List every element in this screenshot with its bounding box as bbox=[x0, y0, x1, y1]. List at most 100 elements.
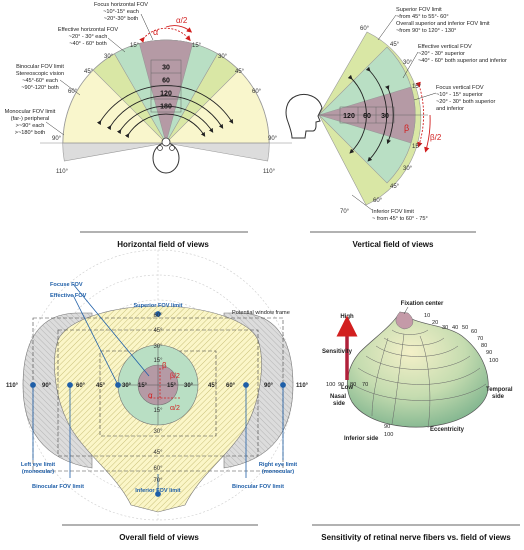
o-alpha-half: α/2 bbox=[170, 405, 180, 412]
o-deg-top-45: 45° bbox=[153, 328, 163, 334]
o-deg-right-110: 110° bbox=[296, 383, 309, 389]
svg-text:100: 100 bbox=[326, 382, 335, 388]
o-deg-bottom-30: 30° bbox=[153, 429, 163, 435]
svg-text:Nasal: Nasal bbox=[330, 394, 346, 400]
o-deg-left-30: 30° bbox=[122, 383, 132, 389]
caption-horizontal: Horizontal field of views bbox=[117, 240, 209, 249]
o-deg-right-90: 90° bbox=[264, 383, 274, 389]
hnum-30: 30 bbox=[162, 65, 170, 72]
o-deg-right-60: 60° bbox=[226, 383, 236, 389]
head-top-view-icon bbox=[152, 137, 180, 174]
label-binocular-left: Binocular FOV limit bbox=[32, 484, 84, 490]
overall-fov-panel: β β/2 α α/2 Focuse FOV Effective FOV Sup… bbox=[6, 249, 309, 542]
v-deg-15-bottom: 15° bbox=[412, 144, 422, 150]
label-superior-fov: Superior FOV limit bbox=[133, 303, 182, 309]
label-sensitivity: Sensitivity bbox=[322, 349, 353, 355]
svg-text:20: 20 bbox=[432, 320, 438, 326]
label-effective-fov: Effective FOV bbox=[50, 293, 87, 299]
v-deg-70-bottom: 70° bbox=[340, 209, 350, 215]
svg-text:100: 100 bbox=[489, 358, 498, 364]
label-low: Low bbox=[341, 385, 353, 391]
vertical-fov-panel: 120 60 30 β β/2 60° 45° 30° 15° 15° 30° … bbox=[285, 7, 507, 249]
o-deg-top-60: 60° bbox=[153, 313, 163, 319]
o-beta: β bbox=[162, 361, 167, 370]
ring-labels: 10 20 30 40 50 60 70 80 90 100 bbox=[424, 313, 498, 364]
label-left-eye: Left eye limit (monocular) bbox=[21, 462, 55, 475]
o-deg-left-60: 60° bbox=[76, 383, 86, 389]
v-deg-45-bottom: 45° bbox=[390, 184, 400, 190]
o-deg-bottom-45: 45° bbox=[153, 450, 163, 456]
svg-text:Focus vertical FOV: Focus vertical FOV bbox=[436, 85, 484, 91]
svg-text:Effective vertical FOV: Effective vertical FOV bbox=[418, 44, 472, 50]
svg-text:Effective horizontal FOV: Effective horizontal FOV bbox=[58, 27, 118, 33]
svg-text:Monocular FOV limit: Monocular FOV limit bbox=[5, 109, 56, 115]
svg-text:60: 60 bbox=[471, 329, 477, 335]
svg-text:~20° - 30° both superior: ~20° - 30° both superior bbox=[436, 99, 495, 105]
svg-text:Focus horizontal FOV: Focus horizontal FOV bbox=[94, 2, 148, 8]
caption-sensitivity: Sensitivity of retinal nerve fibers vs. … bbox=[321, 533, 511, 542]
label-binocular-right: Binocular FOV limit bbox=[232, 484, 284, 490]
h-deg-15-right: 15° bbox=[192, 43, 202, 49]
svg-text:30: 30 bbox=[442, 325, 448, 331]
label-fixation-center: Fixation center bbox=[401, 301, 444, 307]
v-deg-30-bottom: 30° bbox=[403, 166, 413, 172]
sensitivity-panel: Fixation center 10 20 30 40 50 60 70 80 … bbox=[312, 301, 520, 542]
v-deg-15-top: 15° bbox=[412, 84, 422, 90]
o-deg-top-30: 30° bbox=[153, 344, 163, 350]
h-deg-15-left: 15° bbox=[130, 43, 140, 49]
svg-text:(monocular): (monocular) bbox=[262, 469, 294, 475]
o-deg-top-15: 15° bbox=[153, 358, 163, 364]
svg-text:90: 90 bbox=[338, 382, 344, 388]
svg-text:side: side bbox=[492, 394, 505, 400]
v-deg-45-top: 45° bbox=[390, 42, 400, 48]
label-inferior-side: Inferior side bbox=[344, 436, 379, 442]
svg-text:Inferior FOV limit: Inferior FOV limit bbox=[372, 209, 414, 215]
svg-text:50: 50 bbox=[462, 325, 468, 331]
svg-text:40: 40 bbox=[452, 325, 458, 331]
label-high: High bbox=[340, 314, 354, 320]
svg-text:~20° - 30° superior: ~20° - 30° superior bbox=[418, 51, 465, 57]
v-deg-60-bottom: 60° bbox=[373, 198, 383, 204]
o-deg-bottom-60: 60° bbox=[153, 466, 163, 472]
o-deg-left-90: 90° bbox=[42, 383, 52, 389]
svg-text:80: 80 bbox=[481, 343, 487, 349]
vnum-30: 30 bbox=[381, 113, 389, 120]
svg-text:10: 10 bbox=[424, 313, 430, 319]
svg-text:70: 70 bbox=[362, 382, 368, 388]
nasal-tick-labels: 100 90 80 70 bbox=[326, 382, 368, 388]
svg-text:~from 45° to 55°- 60°: ~from 45° to 55°- 60° bbox=[396, 14, 449, 20]
caption-overall: Overall field of views bbox=[119, 533, 199, 542]
h-effective-label: Effective horizontal FOV ~20° - 30° each… bbox=[58, 27, 118, 47]
label-inferior-fov: Inferior FOV limit bbox=[135, 488, 181, 494]
o-deg-left-45: 45° bbox=[96, 383, 106, 389]
h-focus-label: Focus horizontal FOV ~10°-15° each ~20°-… bbox=[94, 2, 148, 22]
svg-text:Temporal: Temporal bbox=[486, 387, 513, 393]
v-inferior-label: Inferior FOV limit ~ from 45° to 60° - 7… bbox=[372, 209, 428, 222]
hnum-120: 120 bbox=[160, 91, 172, 98]
svg-text:(far-) peripheral: (far-) peripheral bbox=[11, 116, 50, 122]
o-deg-right-15: 15° bbox=[167, 383, 177, 389]
label-eccentricity: Eccentricity bbox=[430, 427, 465, 433]
svg-text:Left eye limit: Left eye limit bbox=[21, 462, 55, 468]
o-deg-bottom-70: 70° bbox=[153, 478, 163, 484]
marker-superior bbox=[155, 311, 161, 317]
svg-text:Binocular FOV limit: Binocular FOV limit bbox=[16, 64, 64, 70]
h-deg-110-left: 110° bbox=[56, 169, 69, 175]
svg-text:~90°-120° both: ~90°-120° both bbox=[21, 85, 59, 91]
h-deg-60-left: 60° bbox=[68, 89, 78, 95]
svg-text:~10° - 15° superior: ~10° - 15° superior bbox=[436, 92, 483, 98]
horizontal-fov-panel: 30 60 120 180 α α/2 15° 15° 30° 30° 45° … bbox=[5, 2, 292, 249]
svg-text:~45°-60° each: ~45°-60° each bbox=[22, 78, 58, 84]
v-focus-label: Focus vertical FOV ~10° - 15° superior ~… bbox=[436, 85, 495, 112]
svg-text:Right eye limit: Right eye limit bbox=[259, 462, 297, 468]
vnum-60: 60 bbox=[363, 113, 371, 120]
h-alpha: α bbox=[153, 27, 158, 37]
label-right-eye: Right eye limit (monocular) bbox=[259, 462, 297, 475]
svg-text:70: 70 bbox=[477, 336, 483, 342]
h-deg-30-right: 30° bbox=[218, 54, 228, 60]
svg-text:~40° - 60° both: ~40° - 60° both bbox=[69, 41, 107, 47]
h-deg-30-left: 30° bbox=[104, 54, 114, 60]
bottom-tick-labels: 90 100 bbox=[384, 424, 393, 438]
label-temporal-side: Temporal side bbox=[486, 387, 513, 400]
svg-text:~10°-15° each: ~10°-15° each bbox=[103, 9, 139, 15]
